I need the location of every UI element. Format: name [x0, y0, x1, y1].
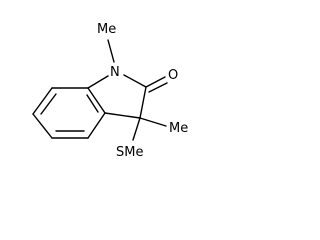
pyrrolidinone-ring	[87, 74, 147, 119]
c3-methyl-label: Me	[169, 121, 188, 136]
oxygen-atom-label: O	[168, 68, 178, 83]
bond-c3-methyl	[139, 117, 167, 127]
bond-c2-c3	[139, 86, 147, 119]
bond-c5-c6	[32, 113, 53, 139]
bond-c7a-c3a	[87, 87, 106, 114]
bond-c7a-n1	[87, 75, 109, 89]
bond-c2-o-outer	[145, 76, 166, 88]
bond-n1-c2	[123, 74, 147, 88]
bond-c6-c7	[32, 87, 53, 115]
nitrogen-atom-label: N	[110, 65, 120, 80]
bond-c3-sulfur	[132, 117, 141, 141]
thio-group-label: SMe	[116, 145, 143, 160]
substituent-bonds	[107, 39, 168, 141]
benzene-ring	[32, 87, 106, 139]
bond-c3a-c4	[87, 112, 106, 139]
bond-c3-c3a	[104, 112, 141, 119]
double-bond-inner-c7a-c3a	[86, 94, 99, 113]
double-bond-inner-c6-c7	[40, 93, 57, 115]
bond-n1-methyl	[107, 39, 115, 63]
n-methyl-label: Me	[97, 22, 116, 37]
molecule-structure-diagram: Me N O Me SMe	[32, 22, 188, 160]
bond-c2-o-inner	[148, 82, 168, 93]
